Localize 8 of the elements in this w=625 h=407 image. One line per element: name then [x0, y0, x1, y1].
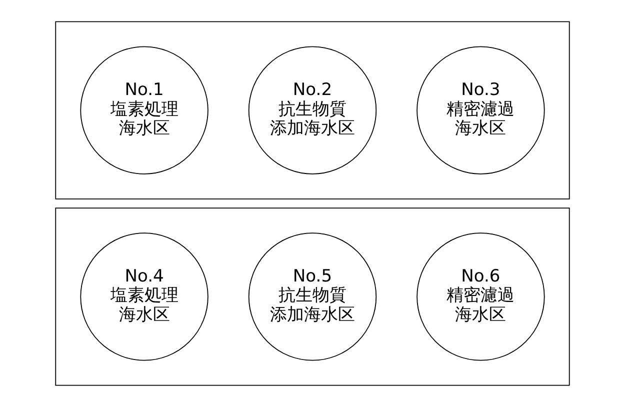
node-circle: No.4 塩素処理海水区 [80, 232, 208, 361]
node-circle: No.1 塩素処理海水区 [80, 46, 208, 174]
cluster [55, 208, 570, 386]
node-circle: No.2 抗生物質添加海水区 [248, 46, 377, 174]
cluster [55, 21, 570, 200]
node-circle: No.6 精密濾過海水区 [416, 232, 545, 361]
node-circle: No.5 抗生物質添加海水区 [248, 232, 377, 361]
node-circle: No.3 精密濾過海水区 [416, 46, 545, 174]
